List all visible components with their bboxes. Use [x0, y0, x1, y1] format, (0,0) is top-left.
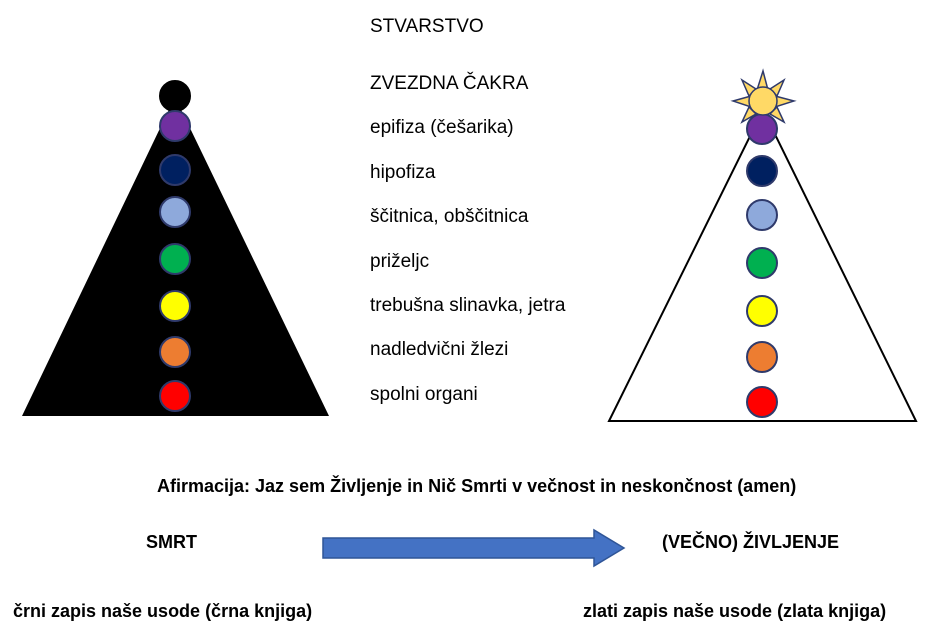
left-chakra-root	[159, 380, 191, 412]
right-chakra-brow	[746, 155, 778, 187]
chakra-label-star: ZVEZDNA ČAKRA	[370, 73, 529, 94]
left-chakra-throat	[159, 196, 191, 228]
left-chakra-heart	[159, 243, 191, 275]
sun-core	[748, 86, 778, 116]
right-chakra-crown	[746, 113, 778, 145]
left-chakra-brow	[159, 154, 191, 186]
chakra-label-heart: priželjc	[370, 251, 430, 272]
chakra-label-sacral: nadledvični žlezi	[370, 339, 509, 360]
death-label: SMRT	[146, 532, 197, 552]
right-chakra-heart	[746, 247, 778, 279]
left-chakra-solar	[159, 290, 191, 322]
left-chakra-crown	[159, 110, 191, 142]
left-chakra-column	[159, 80, 191, 412]
right-chakra-throat	[746, 199, 778, 231]
right-chakra-sacral	[746, 341, 778, 373]
left-chakra-sacral	[159, 336, 191, 368]
chakra-label-root: spolni organi	[370, 384, 478, 405]
chakra-label-brow: hipofiza	[370, 162, 436, 183]
golden-record-label: zlati zapis naše usode (zlata knjiga)	[583, 601, 887, 621]
chakra-label-solar: trebušna slinavka, jetra	[370, 295, 566, 316]
affirmation-text: Afirmacija: Jaz sem Življenje in Nič Smr…	[157, 476, 797, 496]
transition-arrow	[322, 528, 626, 568]
right-chakra-solar	[746, 295, 778, 327]
right-chakra-root	[746, 386, 778, 418]
black-record-label: črni zapis naše usode (črna knjiga)	[13, 601, 313, 621]
creation-label: STVARSTVO	[370, 16, 484, 37]
left-chakra-star	[159, 80, 191, 112]
chakra-label-throat: ščitnica, obščitnica	[370, 206, 529, 227]
right-chakra-column	[746, 113, 778, 418]
life-label: (VEČNO) ŽIVLJENJE	[662, 532, 840, 552]
chakra-label-crown: epifiza (češarika)	[370, 117, 514, 138]
